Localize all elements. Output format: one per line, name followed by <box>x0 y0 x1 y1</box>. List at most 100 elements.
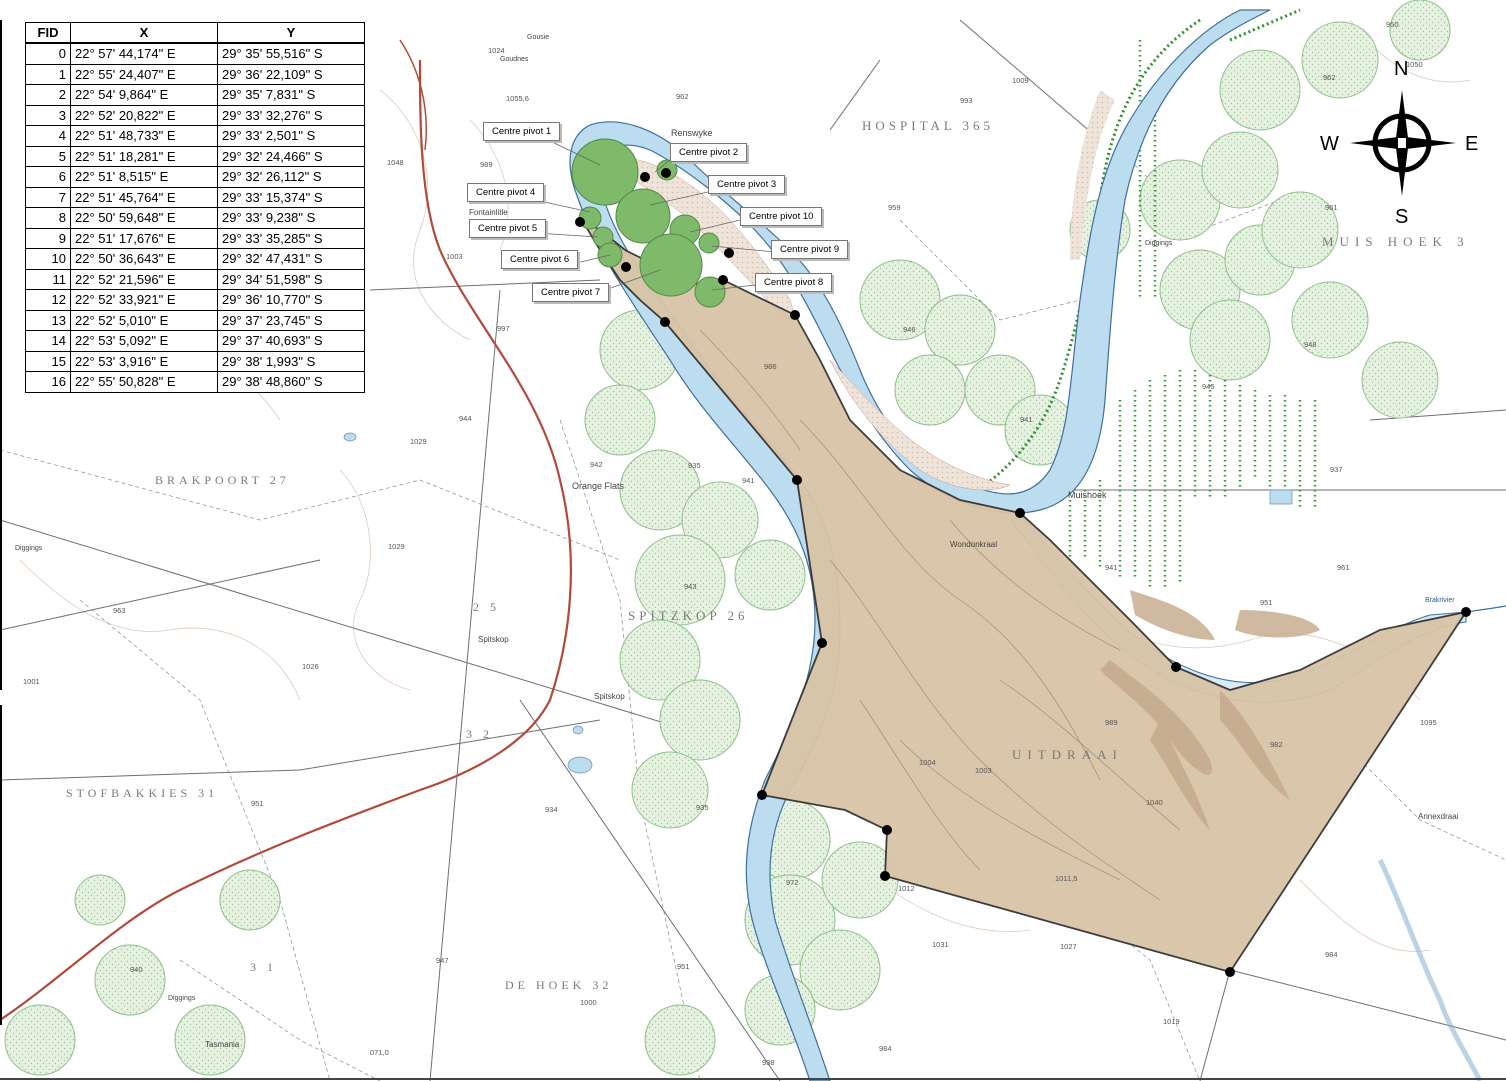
spot-height: 946 <box>903 325 916 334</box>
spot-height: 1003 <box>975 766 992 775</box>
cell-x: 22° 51' 17,676" E <box>70 227 218 249</box>
farm-name-de-hoek: DE HOEK 32 <box>505 978 613 992</box>
cell-fid: 7 <box>25 186 71 208</box>
spot-height: 961 <box>1325 203 1338 212</box>
cell-x: 22° 51' 45,764" E <box>70 186 218 208</box>
cell-y: 29° 32' 47,431" S <box>217 248 365 270</box>
spot-height: 947 <box>436 956 449 965</box>
cell-fid: 5 <box>25 145 71 167</box>
cell-y: 29° 33' 32,276" S <box>217 104 365 126</box>
place-muishoek: Muishoek <box>1068 490 1107 500</box>
cell-y: 29° 37' 40,693" S <box>217 330 365 352</box>
cell-fid: 11 <box>25 268 71 290</box>
pivot-label-7: Centre pivot 7 <box>532 283 610 302</box>
farm-name-brakpoort: BRAKPOORT 27 <box>155 473 290 487</box>
cell-y: 29° 36' 10,770" S <box>217 289 365 311</box>
spot-height: 1003 <box>446 252 463 261</box>
cell-x: 22° 52' 5,010" E <box>70 309 218 331</box>
spot-height: 986 <box>764 362 777 371</box>
pivot-label-5: Centre pivot 5 <box>469 219 547 238</box>
place-spitskop: Spitskop <box>478 635 509 644</box>
pivot-label-1: Centre pivot 1 <box>483 122 561 141</box>
compass-north-label: N <box>1394 58 1409 80</box>
drainage-east <box>1377 858 1483 1081</box>
cell-x: 22° 51' 8,515" E <box>70 166 218 188</box>
place-annexdraai: Annexdraai <box>1418 812 1459 821</box>
place-diggings-3: Diggings <box>168 995 196 1002</box>
cell-x: 22° 53' 5,092" E <box>70 330 218 352</box>
spot-height: 935 <box>696 803 709 812</box>
place-wondonkraal: Wondonkraal <box>950 540 997 549</box>
cell-x: 22° 51' 18,281" E <box>70 145 218 167</box>
place-goudnes: Goudnes <box>500 56 529 63</box>
cell-y: 29° 33' 9,238" S <box>217 207 365 229</box>
cell-fid: 14 <box>25 330 71 352</box>
cell-fid: 15 <box>25 350 71 372</box>
spot-height: 1009 <box>1012 76 1029 85</box>
spot-height: 1024 <box>488 46 505 55</box>
internal-tracks <box>699 329 1181 901</box>
pivot-label-8: Centre pivot 8 <box>755 273 833 292</box>
spot-height: 959 <box>888 203 901 212</box>
cell-y: 29° 34' 51,598" S <box>217 268 365 290</box>
spot-height: 950 <box>1386 20 1399 29</box>
spot-height: 993 <box>960 96 973 105</box>
cell-fid: 8 <box>25 207 71 229</box>
spot-height: 962 <box>1323 73 1336 82</box>
spot-height: 997 <box>497 324 510 333</box>
cell-y: 29° 37' 23,745" S <box>217 309 365 331</box>
cell-y: 29° 35' 55,516" S <box>217 42 365 65</box>
farm-name-muis-hoek: MUIS HOEK 3 <box>1322 234 1470 249</box>
spot-height: 940 <box>130 965 143 974</box>
spot-height: 941 <box>742 476 755 485</box>
spot-height: 1004 <box>919 758 936 767</box>
spot-height: 944 <box>459 414 472 423</box>
spot-height: 1029 <box>410 437 427 446</box>
farm-number-31: 3 1 <box>250 960 277 974</box>
farm-number-32: 3 2 <box>466 727 493 741</box>
frame-mark <box>0 705 2 1025</box>
cell-fid: 2 <box>25 84 71 106</box>
irrigation-fields <box>4 0 1451 1076</box>
compass-west-label: W <box>1320 133 1339 155</box>
spot-height: 1029 <box>388 542 405 551</box>
place-diggings-2: Diggings <box>1145 240 1173 247</box>
spot-height: 1026 <box>302 662 319 671</box>
cell-x: 22° 53' 3,916" E <box>70 350 218 372</box>
cell-x: 22° 51' 48,733" E <box>70 125 218 147</box>
main-road <box>0 59 572 1021</box>
column-header-fid: FID <box>25 22 71 44</box>
farm-name-spitzkop: SPITZKOP 26 <box>628 608 749 623</box>
cell-y: 29° 32' 26,112" S <box>217 166 365 188</box>
spot-height: 951 <box>251 799 264 808</box>
spot-height: 1050 <box>1406 60 1423 69</box>
spot-height: 1040 <box>1146 798 1163 807</box>
spot-height: 1000 <box>580 998 597 1007</box>
cell-y: 29° 38' 48,860" S <box>217 371 365 393</box>
farm-name-uitdraai: UITDRAAI <box>1012 747 1123 762</box>
spot-height: 943 <box>684 582 697 591</box>
cell-fid: 10 <box>25 248 71 270</box>
spot-height: 941 <box>1105 563 1118 572</box>
orchard-rows <box>1068 40 1317 590</box>
spot-height: 1001 <box>23 677 40 686</box>
centre-pivots <box>571 138 726 308</box>
farm-name-stofbakkies: STOFBAKKIES 31 <box>66 786 219 800</box>
spot-height: 951 <box>1260 598 1273 607</box>
cell-fid: 4 <box>25 125 71 147</box>
pivot-label-4: Centre pivot 4 <box>467 183 545 202</box>
cell-fid: 3 <box>25 104 71 126</box>
cell-x: 22° 54' 9,864" E <box>70 84 218 106</box>
spot-height: 951 <box>677 962 690 971</box>
spot-height: 941 <box>1020 415 1033 424</box>
spot-height: 1019 <box>1163 1017 1180 1026</box>
